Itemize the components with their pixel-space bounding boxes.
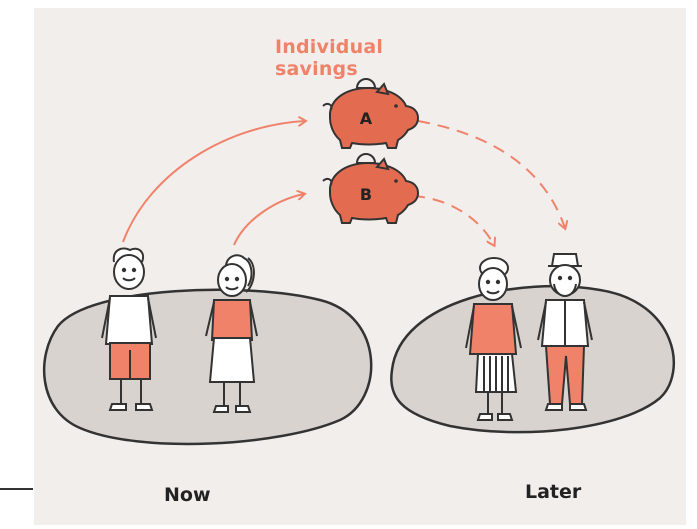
arrow-a-to-later — [417, 120, 565, 228]
pig-b-label: B — [360, 185, 372, 204]
arrow-now-to-b — [233, 194, 304, 246]
diagram-title: Individual savings — [275, 36, 384, 80]
old-woman-figure — [465, 257, 522, 421]
piggy-bank-a-icon: A — [322, 78, 420, 149]
arrow-now-to-a — [122, 121, 305, 243]
young-woman-figure — [205, 254, 258, 413]
piggy-bank-b-icon: B — [322, 153, 420, 224]
corner-divider — [0, 488, 33, 490]
arrow-b-to-later — [412, 195, 494, 245]
later-label: Later — [525, 481, 582, 503]
now-label: Now — [164, 484, 211, 506]
young-man-figure — [101, 247, 157, 411]
ground-now — [42, 288, 373, 446]
pig-a-label: A — [360, 109, 373, 128]
old-man-figure — [537, 253, 593, 411]
